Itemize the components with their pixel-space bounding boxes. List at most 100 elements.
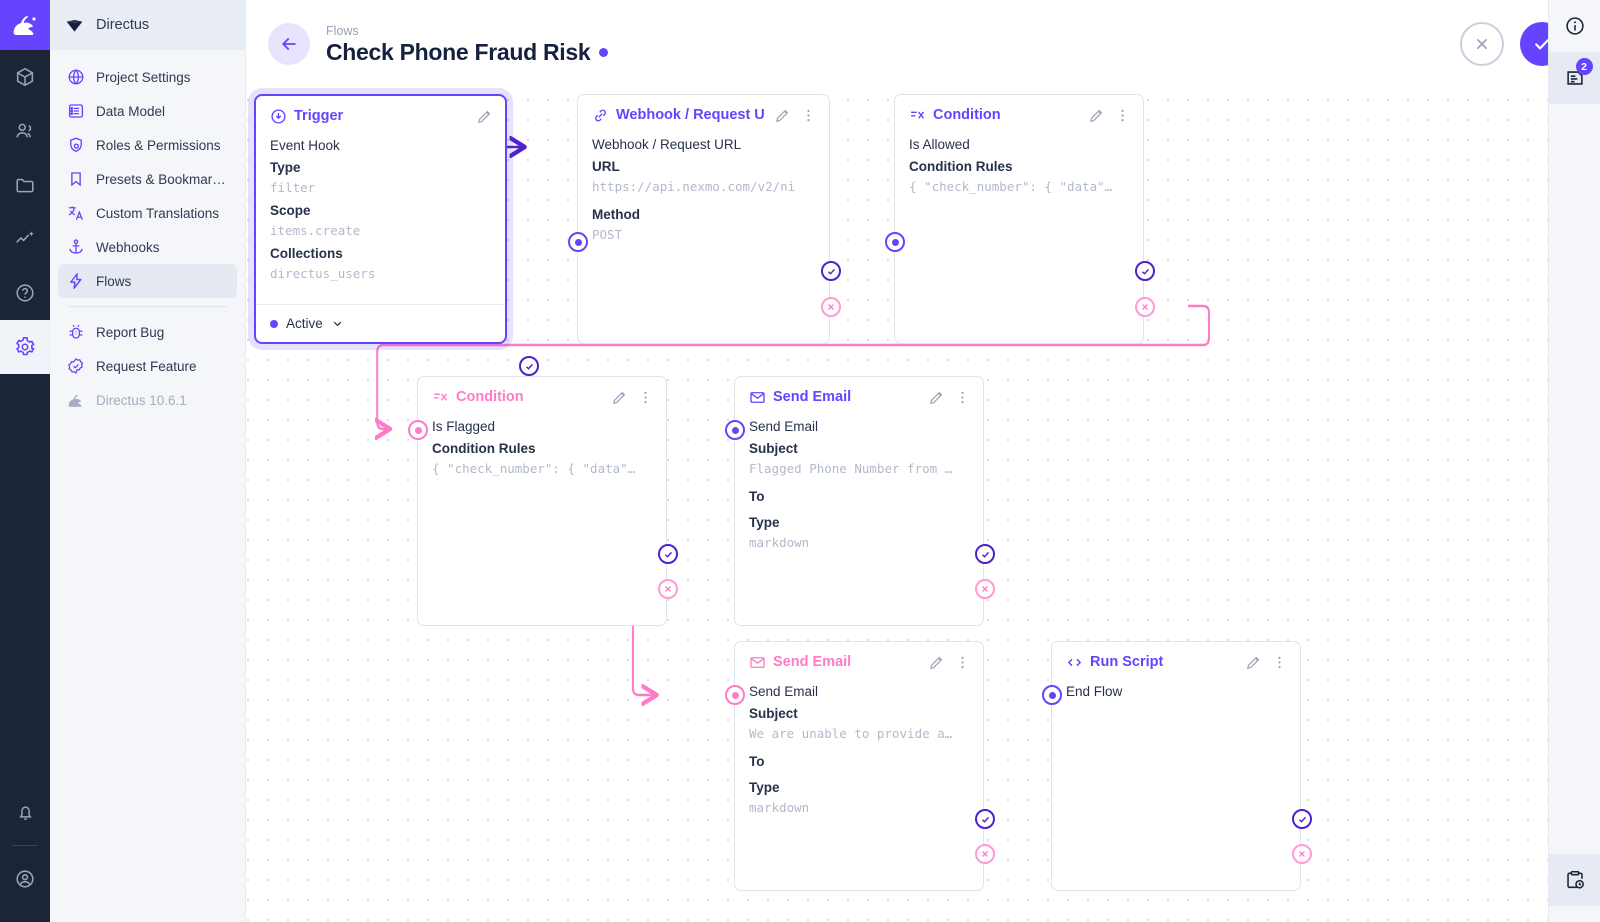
node-header: Condition bbox=[418, 377, 666, 417]
sidebar-item-data-model[interactable]: Data Model bbox=[58, 94, 237, 128]
node-header: Send Email bbox=[735, 377, 983, 417]
sidebar-item-custom-translations[interactable]: Custom Translations bbox=[58, 196, 237, 230]
sidebar-item-report-bug[interactable]: Report Bug bbox=[58, 315, 237, 349]
edit-pencil-icon[interactable] bbox=[928, 654, 945, 671]
port-resolve[interactable] bbox=[658, 544, 678, 564]
field-key: Subject bbox=[749, 706, 798, 721]
public-globe-icon bbox=[66, 68, 85, 87]
sidebar-item-label: Report Bug bbox=[96, 324, 165, 340]
port-resolve[interactable] bbox=[1135, 261, 1155, 281]
edit-pencil-icon[interactable] bbox=[1088, 107, 1105, 124]
node-title: Webhook / Request U bbox=[616, 107, 765, 123]
port-input[interactable] bbox=[885, 232, 905, 252]
operation-name: Send Email bbox=[749, 684, 819, 699]
port-input[interactable] bbox=[725, 685, 745, 705]
status-dot bbox=[270, 319, 278, 328]
cancel-button[interactable] bbox=[1460, 22, 1504, 66]
flow-logs-icon[interactable]: 2 bbox=[1548, 52, 1600, 104]
page-title: Check Phone Fraud Risk bbox=[326, 38, 591, 65]
more-options-icon[interactable] bbox=[954, 389, 971, 406]
node-run-script[interactable]: Run Script End Flow bbox=[1042, 641, 1312, 891]
rail-divider bbox=[12, 845, 38, 846]
link-chain-icon bbox=[592, 107, 609, 124]
port-reject[interactable] bbox=[658, 579, 678, 599]
sidebar-item-content[interactable] bbox=[0, 50, 50, 104]
node-condition-flagged[interactable]: Condition Is Flagged Condition Rules { "… bbox=[408, 376, 678, 626]
port-input[interactable] bbox=[1042, 685, 1062, 705]
node-status-footer[interactable]: Active bbox=[256, 304, 505, 342]
node-send-email-unable[interactable]: Send Email Send Email Subject We are una… bbox=[725, 641, 995, 891]
port-reject[interactable] bbox=[821, 297, 841, 317]
port-reject[interactable] bbox=[1135, 297, 1155, 317]
field-value: { "check_number": { "data"… bbox=[909, 179, 1113, 194]
more-options-icon[interactable] bbox=[637, 389, 654, 406]
node-condition-allowed[interactable]: Condition Is Allowed Condition Rules { "… bbox=[885, 94, 1155, 344]
check-icon bbox=[1532, 34, 1552, 54]
sidebar-item-presets-bookmarks[interactable]: Presets & Bookmar… bbox=[58, 162, 237, 196]
condition-filter-icon bbox=[909, 107, 926, 124]
node-tools bbox=[476, 108, 493, 125]
edit-pencil-icon[interactable] bbox=[611, 389, 628, 406]
field-key: To bbox=[749, 489, 765, 504]
port-resolve[interactable] bbox=[975, 809, 995, 829]
node-title: Condition bbox=[456, 389, 524, 405]
node-body: End Flow bbox=[1052, 682, 1300, 713]
sidebar-item-roles-permissions[interactable]: Roles & Permissions bbox=[58, 128, 237, 162]
more-options-icon[interactable] bbox=[1271, 654, 1288, 671]
status-badge bbox=[599, 47, 609, 57]
sidebar-item-label: Custom Translations bbox=[96, 205, 220, 221]
more-options-icon[interactable] bbox=[800, 107, 817, 124]
chevron-down-icon[interactable] bbox=[331, 317, 344, 330]
breadcrumb[interactable]: Flows bbox=[326, 23, 359, 38]
edit-pencil-icon[interactable] bbox=[928, 389, 945, 406]
node-webhook[interactable]: Webhook / Request U Webhook / Request UR… bbox=[568, 94, 841, 344]
sidebar-item-project-settings[interactable]: Project Settings bbox=[58, 60, 237, 94]
field-key: Subject bbox=[749, 441, 798, 456]
sidebar-item-request-feature[interactable]: Request Feature bbox=[58, 349, 237, 383]
more-options-icon[interactable] bbox=[1114, 107, 1131, 124]
port-resolve[interactable] bbox=[975, 544, 995, 564]
sidebar-item-help[interactable] bbox=[0, 266, 50, 320]
port-input[interactable] bbox=[725, 420, 745, 440]
sidebar-item-settings[interactable] bbox=[0, 320, 50, 374]
sidebar-header[interactable]: Directus bbox=[50, 0, 245, 50]
port-resolve[interactable] bbox=[821, 261, 841, 281]
bell-notifications-icon[interactable] bbox=[0, 785, 50, 839]
node-tools bbox=[611, 389, 654, 406]
account-avatar-icon[interactable] bbox=[0, 852, 50, 906]
node-send-email-flagged[interactable]: Send Email Send Email Subject Flagged Ph… bbox=[725, 376, 995, 626]
sidebar-item-files[interactable] bbox=[0, 158, 50, 212]
edit-pencil-icon[interactable] bbox=[1245, 654, 1262, 671]
rabbit-logo-icon[interactable] bbox=[0, 0, 50, 50]
sidebar-item-webhooks[interactable]: Webhooks bbox=[58, 230, 237, 264]
sidebar-item-users[interactable] bbox=[0, 104, 50, 158]
sidebar-item-flows[interactable]: Flows bbox=[58, 264, 237, 298]
port-resolve[interactable] bbox=[1292, 809, 1312, 829]
info-circle-icon[interactable] bbox=[1549, 0, 1600, 52]
directus-diamond-icon bbox=[64, 15, 85, 36]
field-value: markdown bbox=[749, 800, 810, 815]
sidebar-header-title: Directus bbox=[96, 17, 150, 33]
field-key: Type bbox=[270, 160, 301, 175]
port-reject[interactable] bbox=[975, 844, 995, 864]
edit-pencil-icon[interactable] bbox=[476, 108, 493, 125]
port-resolve[interactable] bbox=[519, 356, 539, 376]
clipboard-clock-icon[interactable] bbox=[1548, 854, 1600, 906]
node-header: Send Email bbox=[735, 642, 983, 682]
operation-name: Event Hook bbox=[270, 138, 340, 153]
node-trigger[interactable]: Trigger Event Hook Type filter Scope ite… bbox=[254, 94, 539, 376]
flow-canvas[interactable]: Trigger Event Hook Type filter Scope ite… bbox=[246, 0, 1548, 922]
logs-count-badge: 2 bbox=[1575, 58, 1593, 75]
port-input[interactable] bbox=[408, 420, 428, 440]
field-key: Type bbox=[749, 515, 780, 530]
verified-badge-icon bbox=[66, 357, 85, 376]
node-body: Send Email Subject We are unable to prov… bbox=[735, 682, 983, 830]
port-reject[interactable] bbox=[1292, 844, 1312, 864]
field-key: Condition Rules bbox=[432, 441, 536, 456]
back-button[interactable] bbox=[268, 23, 310, 65]
sidebar-item-insights[interactable] bbox=[0, 212, 50, 266]
port-reject[interactable] bbox=[975, 579, 995, 599]
port-input[interactable] bbox=[568, 232, 588, 252]
edit-pencil-icon[interactable] bbox=[774, 107, 791, 124]
more-options-icon[interactable] bbox=[954, 654, 971, 671]
